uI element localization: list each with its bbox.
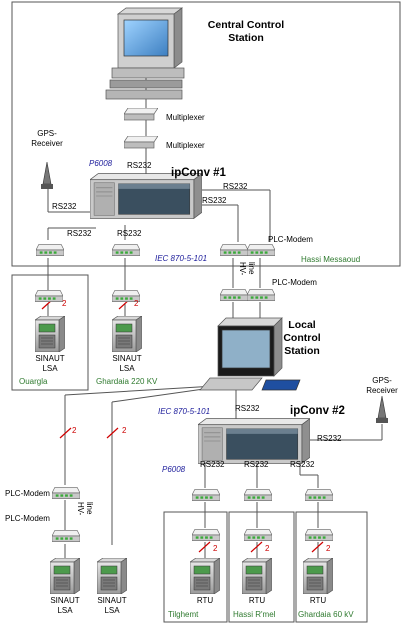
multiplexer-2 (124, 136, 158, 149)
modem-ouargla (35, 289, 63, 303)
local-title-line1: Local (288, 319, 316, 331)
rs232-label-mux: RS232 (127, 161, 152, 170)
rtu-cabinet-tilghemt (190, 558, 220, 594)
rtu-cabinet-ghardaia60 (303, 558, 333, 594)
ipconv1-iec: IEC 870-5-101 (155, 254, 207, 263)
ipconv2-protocol: P6008 (162, 465, 186, 474)
rs232-label-ouargla: RS232 (67, 229, 92, 238)
site-ouargla: Ouargla (19, 377, 48, 386)
rtu-label-ghardaia60: RTU (310, 596, 327, 605)
hassi-rmel-frame (228, 511, 295, 623)
gps1-label-line1: GPS- (37, 129, 57, 138)
gps2-label-line1: GPS- (372, 376, 392, 385)
local-workstation (199, 317, 301, 391)
red-mark-label-hassi-rmel: 2 (265, 544, 270, 553)
plc-modem-label-3: PLC-Modem (5, 489, 50, 498)
red-mark-label-ghardaia60: 2 (326, 544, 331, 553)
rs232-label-gps2: RS232 (317, 434, 342, 443)
site-hassi-messaoud: Hassi Messaoud (301, 255, 360, 264)
gps-receiver-antenna-2 (376, 396, 388, 424)
sinaut-lsa-cabinet-2 (97, 558, 127, 594)
rtu-label-hassi-rmel: RTU (249, 596, 266, 605)
central-station-frame (11, 1, 401, 267)
plc-modem-local (247, 288, 275, 302)
ouargla-frame (11, 274, 89, 391)
central-title-line1: Central Control (208, 19, 285, 31)
rs232-label-plc: RS232 (223, 182, 248, 191)
multiplexer-1 (124, 108, 158, 121)
ipconv1-name: ipConv #1 (171, 167, 227, 179)
rtu-cabinet-hassi-rmel (242, 558, 272, 594)
lsa-label-ghardaia220: LSA (119, 364, 135, 373)
local-title-line3: Station (284, 345, 320, 357)
central-workstation (105, 7, 185, 100)
modem-ipconv2-1 (192, 488, 220, 502)
red-mark-label-ouargla: 2 (62, 299, 67, 308)
gps2-label-line2: Receiver (366, 386, 398, 395)
ghardaia60-frame (295, 511, 368, 623)
red-mark-label-left-2: 2 (122, 426, 127, 435)
plc-modem-label-2: PLC-Modem (272, 278, 317, 287)
modem-ouargla-link (36, 243, 64, 257)
lsa-label-bottom-1: LSA (57, 606, 73, 615)
red-mark-label-tilghemt: 2 (213, 544, 218, 553)
hv-label-1: HV- (238, 262, 247, 276)
modem-hassi-rmel (244, 528, 272, 542)
central-title-line2: Station (228, 32, 264, 44)
modem-local-1 (220, 288, 248, 302)
plc-modem-bottom-1 (52, 486, 80, 500)
rs232-label-tilghemt: RS232 (200, 460, 225, 469)
modem-hv-line-1 (220, 243, 248, 257)
line-label-1: line (247, 262, 256, 275)
sinaut-lsa-cabinet-ouargla (35, 316, 65, 352)
site-tilghemt: Tilghemt (168, 610, 199, 619)
sinaut-lsa-cabinet-1 (50, 558, 80, 594)
modem-tilghemt (192, 528, 220, 542)
plc-modem-bottom-2 (52, 529, 80, 543)
plc-modem-label-4: PLC-Modem (5, 514, 50, 523)
ipconv2-iec: IEC 870-5-101 (158, 407, 210, 416)
rs232-label-ghardaia: RS232 (117, 229, 142, 238)
sinaut-label-ouargla: SINAUT (35, 354, 64, 363)
local-title-line2: Control (283, 332, 320, 344)
modem-ghardaia60 (305, 528, 333, 542)
plc-modem-label-1: PLC-Modem (268, 235, 313, 244)
ipconv1-protocol: P6008 (89, 159, 113, 168)
red-mark-label-left-1: 2 (72, 426, 77, 435)
rtu-label-tilghemt: RTU (197, 596, 214, 605)
rs232-label-ghardaia60: RS232 (290, 460, 315, 469)
sinaut-label-bottom-2: SINAUT (97, 596, 126, 605)
site-hassi-rmel: Hassi R'mel (233, 610, 276, 619)
sinaut-label-bottom-1: SINAUT (50, 596, 79, 605)
ipconv2-rack (198, 418, 310, 464)
rs232-label-hv: RS232 (202, 196, 227, 205)
multiplexer-label-2: Multiplexer (166, 141, 205, 150)
lsa-label-ouargla: LSA (42, 364, 58, 373)
sinaut-label-ghardaia220: SINAUT (112, 354, 141, 363)
line-label-2: line (85, 502, 94, 515)
lsa-label-bottom-2: LSA (104, 606, 120, 615)
hv-label-2: HV- (76, 502, 85, 516)
modem-ipconv2-3 (305, 488, 333, 502)
tilghemt-frame (163, 511, 228, 623)
ipconv1-rack (90, 173, 202, 219)
gps-receiver-antenna-1 (41, 162, 53, 190)
plc-modem-1 (247, 243, 275, 257)
sinaut-lsa-cabinet-ghardaia220 (112, 316, 142, 352)
modem-ipconv2-2 (244, 488, 272, 502)
site-ghardaia220: Ghardaia 220 KV (96, 377, 158, 386)
modem-ghardaia220-link (112, 243, 140, 257)
gps1-label-line2: Receiver (31, 139, 63, 148)
rs232-label-hassi-rmel: RS232 (244, 460, 269, 469)
rs232-label-local: RS232 (235, 404, 260, 413)
rs232-label-gps1: RS232 (52, 202, 77, 211)
red-mark-label-ghardaia: 2 (134, 299, 139, 308)
ipconv2-name: ipConv #2 (290, 405, 345, 417)
multiplexer-label-1: Multiplexer (166, 113, 205, 122)
site-ghardaia60: Ghardaia 60 kV (298, 610, 354, 619)
